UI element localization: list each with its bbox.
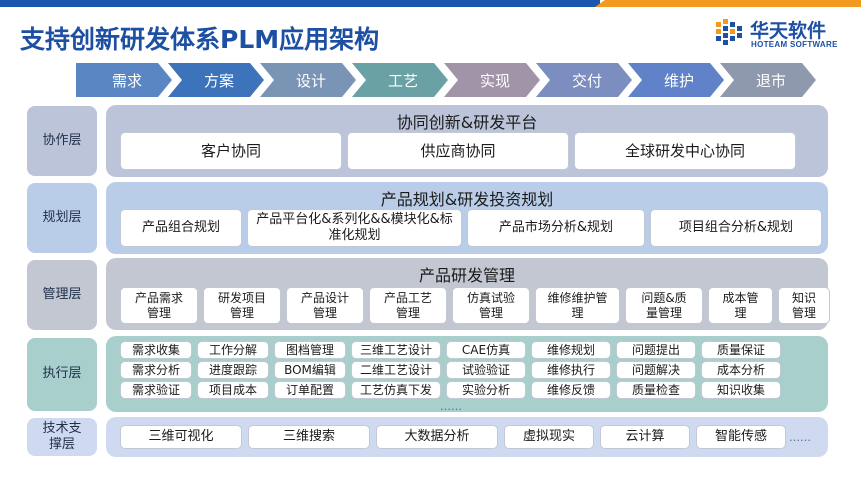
management-item: 产品设计管理: [286, 287, 364, 324]
execution-item: 维修规划: [531, 341, 611, 359]
stage-chevron: 退市: [720, 63, 816, 97]
page-title: 支持创新研发体系PLM应用架构: [20, 25, 380, 54]
execution-item: 需求验证: [120, 381, 192, 399]
execution-panel: …… 需求收集工作分解图档管理三维工艺设计 CAE仿真维修规划问题提出质量保证需求…: [106, 336, 828, 413]
execution-item: 需求分析: [120, 361, 192, 379]
management-item: 仿真试验管理: [452, 287, 530, 324]
stage-label: 交付: [571, 71, 602, 90]
tech-item: 大数据分析: [376, 425, 498, 449]
top-bar-blue: [0, 0, 600, 7]
layer-label-tech: 技术支撑层: [27, 418, 97, 456]
logo-mark-icon: [716, 19, 742, 45]
stage-chevron: 设计: [260, 63, 356, 97]
execution-item: 质量检查: [616, 381, 696, 399]
management-item: 成本管理: [708, 287, 773, 324]
execution-item: CAE仿真: [446, 341, 526, 359]
execution-item: 维修执行: [531, 361, 611, 379]
top-accent-bar: [0, 0, 861, 8]
execution-item: 工作分解: [197, 341, 269, 359]
collab-item: 客户协同: [120, 132, 342, 170]
management-panel: 产品研发管理 产品需求管理研发项目管理产品设计管理产品工艺管理仿真试验管理维修维…: [106, 258, 830, 330]
tech-item: 云计算: [600, 425, 690, 449]
execution-item: 质量保证: [701, 341, 781, 359]
execution-item: 项目成本: [197, 381, 269, 399]
tech-item: 三维可视化: [120, 425, 242, 449]
tech-item: 三维搜索: [248, 425, 370, 449]
stage-label: 工艺: [387, 71, 418, 90]
logo-text-cn: 华天软件: [750, 20, 827, 42]
layer-label-execution: 执行层: [27, 338, 97, 411]
planning-item: 产品平台化&系列化&&模块化&标准化规划: [247, 209, 462, 247]
execution-item: 需求收集: [120, 341, 192, 359]
collab-item: 全球研发中心协同: [574, 132, 796, 170]
stage-label: 维护: [663, 71, 694, 90]
stage-chevron: 维护: [628, 63, 724, 97]
execution-item: 试验验证: [446, 361, 526, 379]
execution-more: ……: [440, 400, 462, 413]
stage-label: 方案: [203, 71, 234, 90]
stage-label: 实现: [479, 71, 510, 90]
management-item: 知识管理: [778, 287, 830, 324]
management-item: 问题&质量管理: [625, 287, 703, 324]
execution-item: 三维工艺设计: [351, 341, 441, 359]
execution-item: 成本分析: [701, 361, 781, 379]
stage-chevron: 工艺: [352, 63, 448, 97]
stage-chevron: 方案: [168, 63, 264, 97]
layer-label-collaboration: 协作层: [27, 106, 97, 176]
collaboration-title: 协同创新&研发平台: [396, 113, 538, 132]
execution-item: 图档管理: [274, 341, 346, 359]
planning-item: 产品市场分析&规划: [467, 209, 645, 247]
execution-item: 进度跟踪: [197, 361, 269, 379]
management-item: 产品需求管理: [120, 287, 198, 324]
execution-item: 二维工艺设计: [351, 361, 441, 379]
execution-item: 问题解决: [616, 361, 696, 379]
logo-text-en: HOTEAM SOFTWARE: [751, 40, 838, 49]
planning-panel: 产品规划&研发投资规划 产品组合规划 产品平台化&系列化&&模块化&标准化规划 …: [106, 182, 828, 254]
lifecycle-stages: 需求 方案 设计 工艺 实现 交付 维护 退市: [76, 63, 816, 97]
management-title: 产品研发管理: [418, 266, 515, 285]
collaboration-panel: 协同创新&研发平台 客户协同 供应商协同 全球研发中心协同: [106, 105, 828, 177]
planning-item: 项目组合分析&规划: [650, 209, 822, 247]
management-item: 研发项目管理: [203, 287, 281, 324]
execution-item: 维修反馈: [531, 381, 611, 399]
stage-chevron: 实现: [444, 63, 540, 97]
execution-item: 知识收集: [701, 381, 781, 399]
management-item: 维修维护管理: [535, 287, 620, 324]
stage-chevron: 交付: [536, 63, 632, 97]
tech-panel: …… 三维可视化三维搜索大数据分析虚拟现实云计算智能传感: [106, 417, 828, 457]
stage-label: 退市: [755, 71, 786, 90]
execution-item: BOM编辑: [274, 361, 346, 379]
execution-item: 工艺仿真下发: [351, 381, 441, 399]
tech-item: 虚拟现实: [504, 425, 594, 449]
top-bar-orange: [595, 0, 861, 7]
stage-chevron: 需求: [76, 63, 172, 97]
execution-item: 问题提出: [616, 341, 696, 359]
tech-more: ……: [789, 431, 811, 444]
stage-label: 需求: [111, 71, 142, 90]
execution-item: 订单配置: [274, 381, 346, 399]
management-item: 产品工艺管理: [369, 287, 447, 324]
collab-item: 供应商协同: [347, 132, 569, 170]
layer-label-management: 管理层: [27, 260, 97, 330]
layer-label-planning: 规划层: [27, 183, 97, 253]
planning-title: 产品规划&研发投资规划: [380, 190, 554, 209]
tech-item: 智能传感: [696, 425, 786, 449]
execution-item: 实验分析: [446, 381, 526, 399]
stage-label: 设计: [295, 71, 326, 90]
planning-item: 产品组合规划: [120, 209, 242, 247]
company-logo: 华天软件 HOTEAM SOFTWARE: [714, 16, 854, 56]
